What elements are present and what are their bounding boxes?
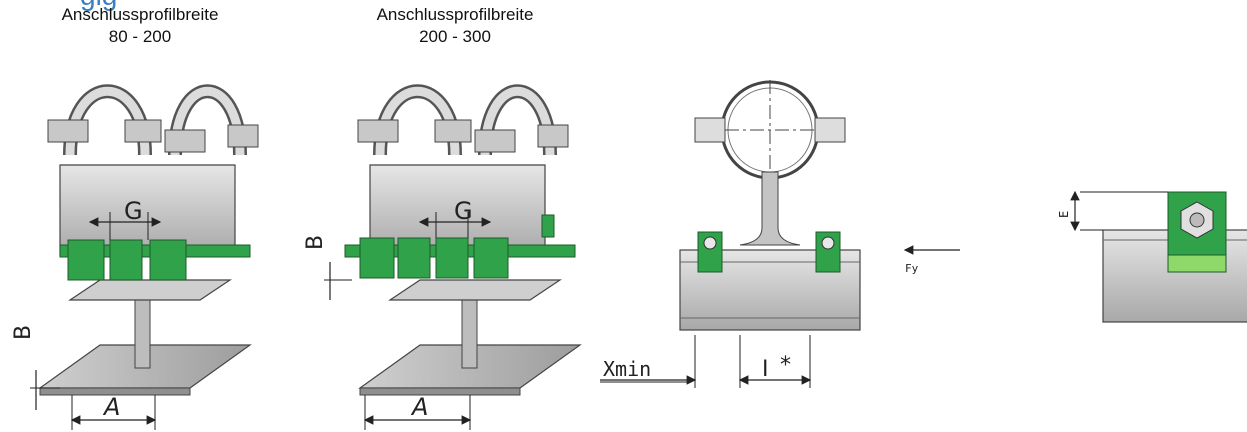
caption-line-1: Anschlussprofilbreite — [61, 5, 219, 24]
figure-2-clamp-assembly — [324, 84, 582, 430]
caption-line-1: Anschlussprofilbreite — [376, 5, 534, 24]
figure-1-clamp-assembly — [30, 84, 259, 430]
caption-line-2: 200 - 300 — [419, 27, 491, 46]
dimension-label-i: I — [762, 357, 769, 382]
force-label-fy: Fy — [905, 262, 919, 275]
dimension-label-g: G — [124, 197, 143, 225]
figure-3-front-view — [600, 80, 960, 388]
dimension-label-g: G — [454, 197, 473, 225]
dimension-label-e: E — [1057, 211, 1071, 218]
dimension-label-b: B — [11, 325, 36, 340]
caption-profile-200-300: Anschlussprofilbreite 200 - 300 — [335, 4, 575, 48]
dimension-label-b: B — [303, 235, 328, 250]
dimension-label-xmin: Xmin — [603, 357, 651, 381]
dimension-label-a: A — [102, 393, 120, 421]
section-heading: gig — [80, 0, 117, 12]
caption-profile-80-200: Anschlussprofilbreite 80 - 200 — [20, 4, 260, 48]
caption-line-2: 80 - 200 — [108, 27, 172, 46]
figure-4-side-view — [1070, 190, 1247, 323]
dimension-label-a: A — [410, 393, 428, 421]
footnote-asterisk: * — [780, 353, 791, 378]
